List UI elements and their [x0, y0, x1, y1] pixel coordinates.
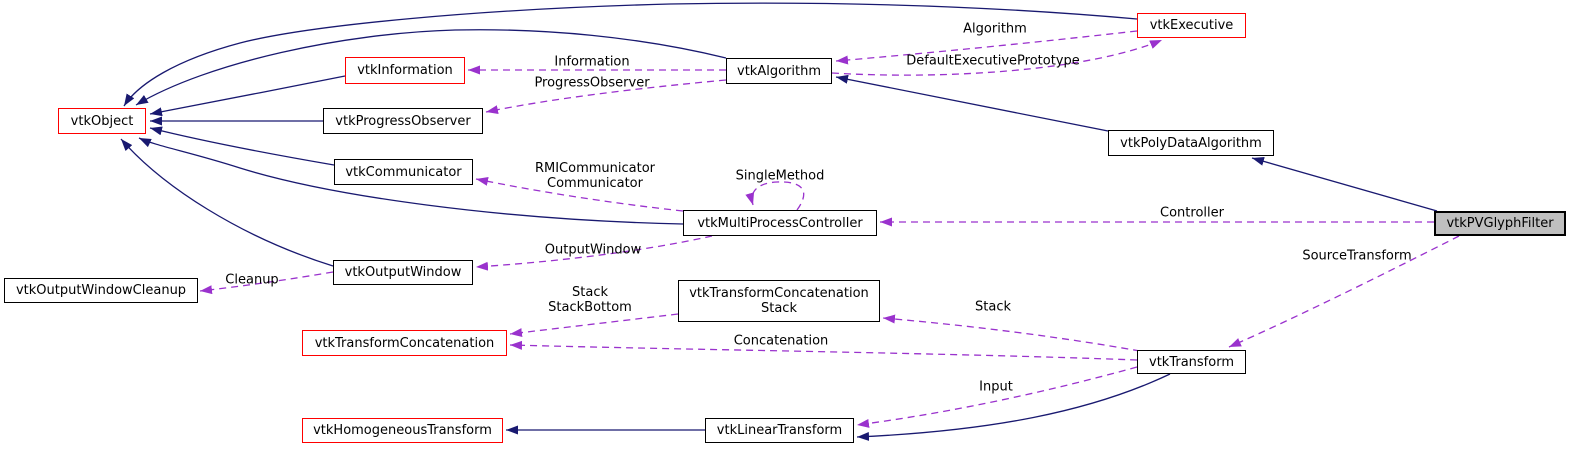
- edge-usage-stack-right: [882, 314, 1141, 352]
- edge-vtkInformation-vtkObject: [149, 75, 346, 117]
- edge-label-rmicommunicator: RMICommunicator Communicator: [534, 161, 656, 191]
- edge-label-algorithm: Algorithm: [963, 21, 1027, 37]
- node-vtkpolydataalgorithm[interactable]: vtkPolyDataAlgorithm: [1108, 130, 1274, 156]
- edge-label-stack-stackbottom: Stack StackBottom: [548, 285, 632, 315]
- edge-label-outputwindow: OutputWindow: [544, 242, 642, 258]
- edge-label-defaultexecutiveprototype: DefaultExecutivePrototype: [906, 53, 1080, 69]
- edge-usage-sourcetransform: [1228, 235, 1460, 348]
- edge-usage-singlemethod-selfloop: [745, 181, 805, 211]
- edge-usage-outputwindow: [475, 235, 713, 271]
- edge-label-concatenation: Concatenation: [733, 333, 829, 349]
- edge-label-controller: Controller: [1160, 205, 1224, 221]
- node-vtkoutputwindow[interactable]: vtkOutputWindow: [333, 260, 473, 285]
- node-vtkoutputwindowcleanup[interactable]: vtkOutputWindowCleanup: [4, 278, 198, 303]
- node-vtktransformconcatenation[interactable]: vtkTransformConcatenation: [302, 330, 507, 356]
- edge-usage-rmicommunicator: [475, 176, 684, 212]
- edge-vtkOutputWindow-vtkObject: [120, 138, 334, 267]
- node-vtkinformation[interactable]: vtkInformation: [345, 57, 465, 84]
- edge-label-singlemethod: SingleMethod: [735, 168, 825, 184]
- edge-usage-stack-stackbottom: [509, 313, 679, 338]
- edge-label-sourcetransform: SourceTransform: [1302, 248, 1412, 264]
- edge-label-cleanup: Cleanup: [225, 272, 279, 288]
- edge-usage-defaultexecutiveprototype: [831, 39, 1163, 76]
- node-vtkprogressobserver[interactable]: vtkProgressObserver: [323, 108, 483, 134]
- edge-usage-concatenation: [509, 340, 1138, 361]
- edge-vtkPolyDataAlgorithm-vtkAlgorithm: [835, 74, 1109, 132]
- edge-usage-cleanup: [199, 271, 334, 295]
- edge-label-input: Input: [979, 379, 1013, 395]
- node-vtkcommunicator[interactable]: vtkCommunicator: [334, 159, 473, 185]
- edge-label-progressobserver: ProgressObserver: [534, 75, 650, 91]
- node-vtklineartransform[interactable]: vtkLinearTransform: [705, 418, 854, 443]
- node-vtktransformconcatenationstack[interactable]: vtkTransformConcatenation Stack: [678, 280, 880, 322]
- edge-usage-input: [856, 366, 1138, 428]
- edge-label-information: Information: [554, 54, 630, 70]
- edge-vtkCommunicator-vtkObject: [149, 126, 335, 166]
- node-vtkexecutive[interactable]: vtkExecutive: [1137, 13, 1246, 38]
- node-vtkhomogeneoustransform[interactable]: vtkHomogeneousTransform: [302, 418, 503, 443]
- edge-label-stack: Stack: [975, 299, 1011, 315]
- node-vtktransform[interactable]: vtkTransform: [1137, 350, 1246, 374]
- node-vtkalgorithm[interactable]: vtkAlgorithm: [726, 58, 832, 84]
- node-vtkmultiprocesscontroller[interactable]: vtkMultiProcessController: [683, 210, 877, 236]
- edge-usage-algorithm: [835, 30, 1138, 65]
- edge-vtkMultiProcessController-vtkObject: [138, 137, 684, 225]
- edge-vtkPVGlyphFilter-vtkPolyDataAlgorithm: [1251, 156, 1438, 212]
- edge-vtkAlgorithm-vtkObject: [135, 29, 727, 106]
- edge-vtkExecutive-vtkObject: [123, 2, 1138, 107]
- node-vtkpvglyphfilter[interactable]: vtkPVGlyphFilter: [1434, 211, 1566, 236]
- node-vtkobject[interactable]: vtkObject: [58, 108, 146, 134]
- edge-vtkTransform-vtkLinearTransform: [856, 373, 1171, 441]
